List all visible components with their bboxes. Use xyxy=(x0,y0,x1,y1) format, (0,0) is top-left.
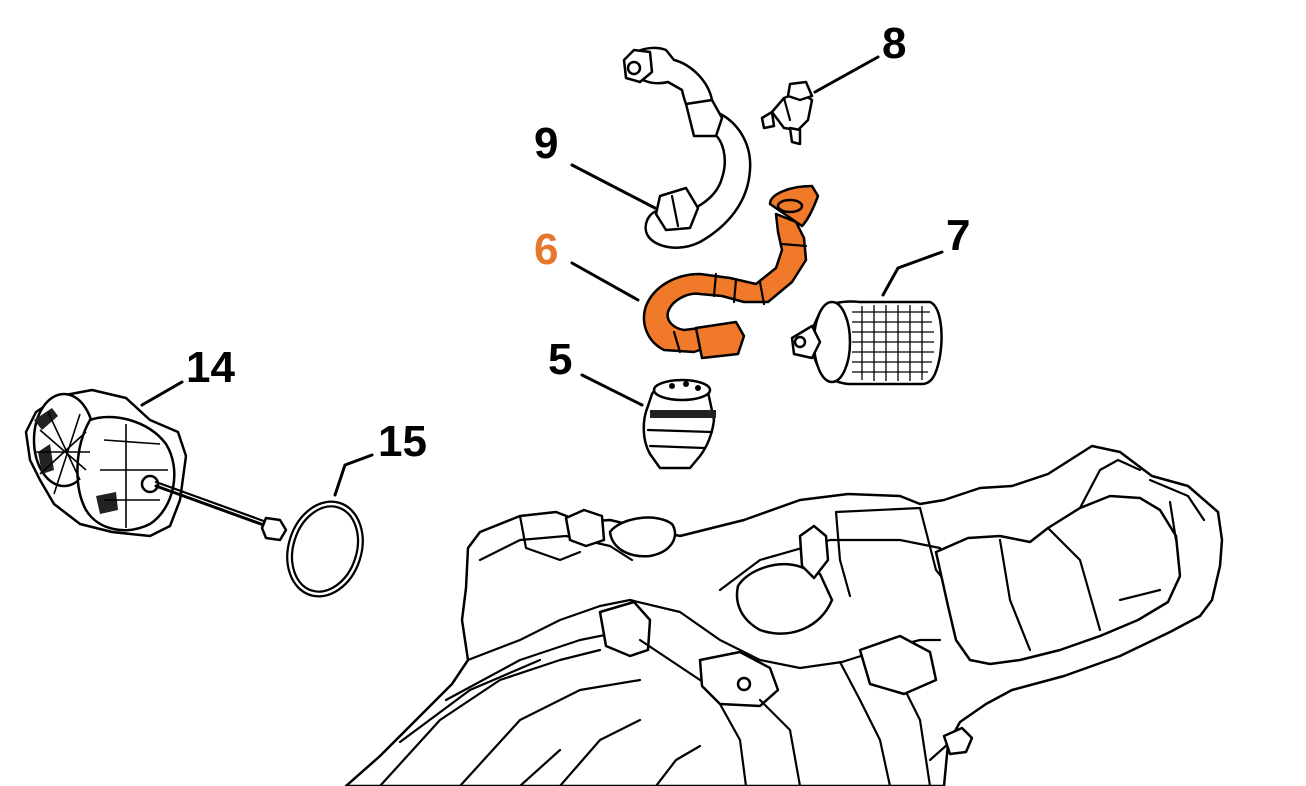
leader-line-6 xyxy=(570,261,640,302)
leader-line-5 xyxy=(580,373,644,407)
part-9-hose xyxy=(622,46,752,249)
leader-lines xyxy=(140,55,944,497)
leader-line-14 xyxy=(140,380,184,407)
callout-label-6: 6 xyxy=(534,225,559,274)
callout-label-5: 5 xyxy=(548,335,573,384)
leader-line-9 xyxy=(570,163,657,210)
part-5-grommet xyxy=(642,378,716,470)
callout-label-8: 8 xyxy=(882,19,907,68)
part-7-fuel-filter xyxy=(790,300,943,386)
housing-body xyxy=(344,444,1224,786)
leader-line-7 xyxy=(881,250,944,297)
callout-label-7: 7 xyxy=(946,211,971,260)
part-14-assembly xyxy=(24,388,288,542)
callout-label-14: 14 xyxy=(186,343,235,392)
callout-label-9: 9 xyxy=(534,119,559,168)
leader-line-15 xyxy=(333,453,374,497)
part-15-o-ring xyxy=(286,500,364,598)
part-6-fuel-hose xyxy=(642,184,820,360)
leader-line-8 xyxy=(813,55,880,94)
callout-label-15: 15 xyxy=(378,417,427,466)
part-8-elbow-fitting xyxy=(760,80,814,146)
